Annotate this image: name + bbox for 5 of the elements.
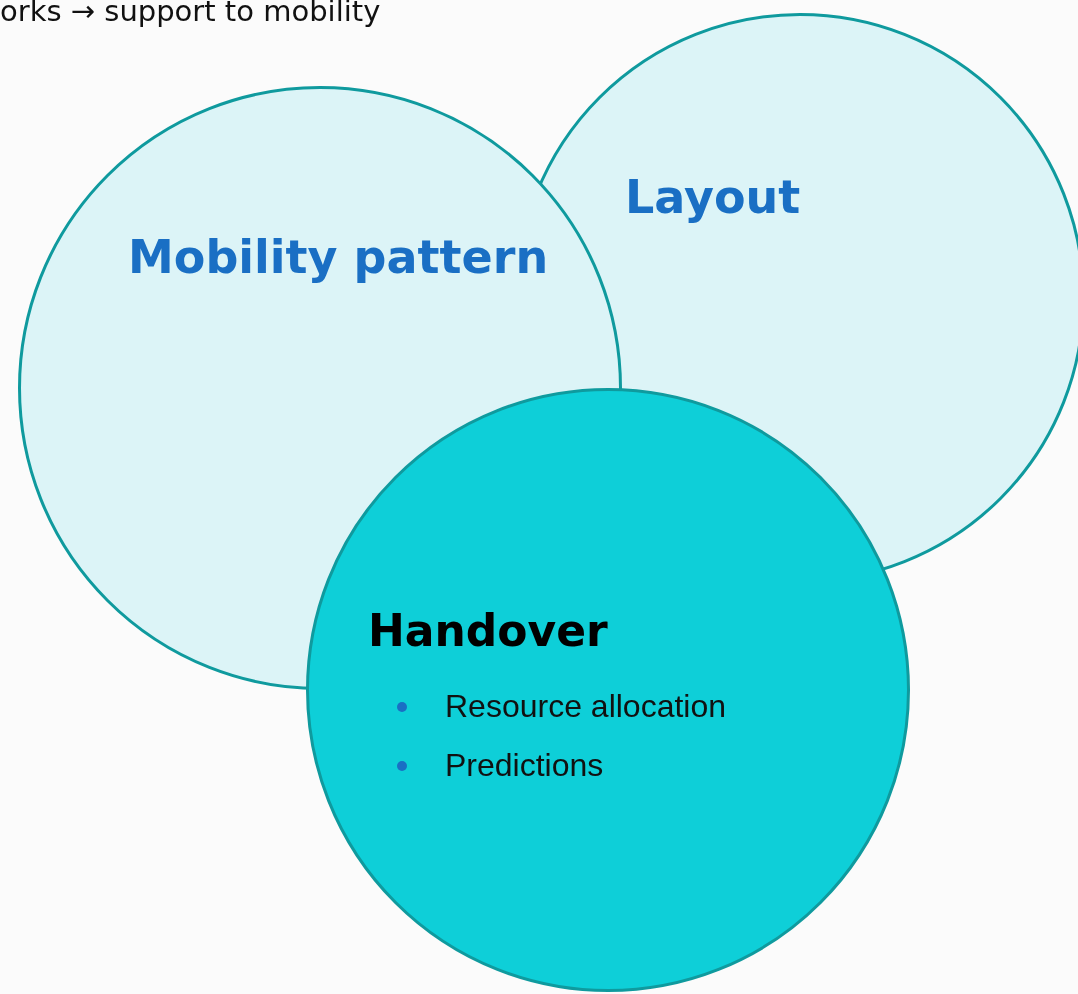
bullet-item: Predictions bbox=[445, 747, 604, 783]
circle-title: Handover bbox=[368, 605, 608, 656]
circle-title: Mobility pattern bbox=[128, 230, 549, 284]
bullet-item: Resource allocation bbox=[445, 688, 727, 724]
circle-title: Layout bbox=[625, 170, 801, 224]
